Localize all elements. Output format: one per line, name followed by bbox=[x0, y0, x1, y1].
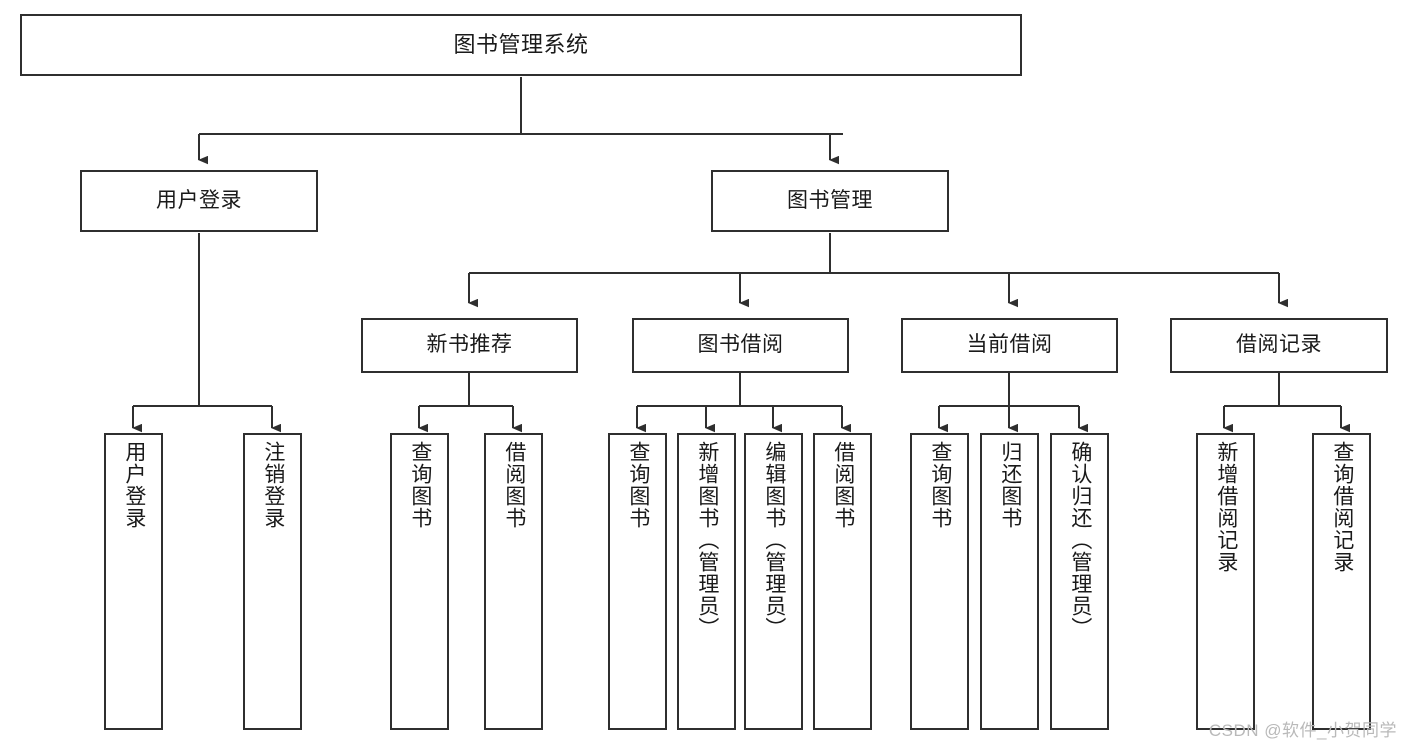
node-leaf-query-book-3-label: 查询图书 bbox=[928, 441, 952, 529]
node-leaf-edit-book-label: 编辑图书（管理员） bbox=[762, 441, 786, 639]
node-leaf-logout-label: 注销登录 bbox=[261, 441, 285, 529]
node-leaf-return-book-label: 归还图书 bbox=[998, 441, 1022, 529]
node-leaf-query-record-label: 查询借阅记录 bbox=[1330, 441, 1354, 573]
node-leaf-query-book-1[interactable]: 查询图书 bbox=[390, 433, 449, 730]
node-user-login[interactable]: 用户登录 bbox=[80, 170, 318, 232]
node-leaf-return-book[interactable]: 归还图书 bbox=[980, 433, 1039, 730]
node-current-borrow-label: 当前借阅 bbox=[966, 333, 1053, 357]
node-leaf-query-book-3[interactable]: 查询图书 bbox=[910, 433, 969, 730]
node-user-login-label: 用户登录 bbox=[156, 188, 242, 212]
node-leaf-query-book-2[interactable]: 查询图书 bbox=[608, 433, 667, 730]
node-leaf-query-book-1-label: 查询图书 bbox=[408, 441, 432, 529]
node-book-borrow[interactable]: 图书借阅 bbox=[632, 318, 849, 373]
node-leaf-add-book[interactable]: 新增图书（管理员） bbox=[677, 433, 736, 730]
node-leaf-edit-book[interactable]: 编辑图书（管理员） bbox=[744, 433, 803, 730]
node-new-book-recommend-label: 新书推荐 bbox=[426, 333, 513, 357]
node-leaf-add-record-label: 新增借阅记录 bbox=[1214, 441, 1238, 573]
node-leaf-query-record[interactable]: 查询借阅记录 bbox=[1312, 433, 1371, 730]
node-leaf-user-login-label: 用户登录 bbox=[122, 441, 146, 529]
node-leaf-confirm-return-label: 确认归还（管理员） bbox=[1068, 441, 1092, 639]
node-leaf-borrow-book-2-label: 借阅图书 bbox=[831, 441, 855, 529]
node-leaf-borrow-book-1[interactable]: 借阅图书 bbox=[484, 433, 543, 730]
node-leaf-borrow-book-1-label: 借阅图书 bbox=[502, 441, 526, 529]
node-leaf-add-record[interactable]: 新增借阅记录 bbox=[1196, 433, 1255, 730]
node-book-management[interactable]: 图书管理 bbox=[711, 170, 949, 232]
node-leaf-query-book-2-label: 查询图书 bbox=[626, 441, 650, 529]
node-root-label: 图书管理系统 bbox=[453, 32, 589, 58]
node-root[interactable]: 图书管理系统 bbox=[20, 14, 1022, 76]
node-leaf-confirm-return[interactable]: 确认归还（管理员） bbox=[1050, 433, 1109, 730]
node-borrow-record-label: 借阅记录 bbox=[1236, 333, 1322, 357]
node-book-management-label: 图书管理 bbox=[787, 188, 873, 212]
node-leaf-logout[interactable]: 注销登录 bbox=[243, 433, 302, 730]
node-leaf-add-book-label: 新增图书（管理员） bbox=[695, 441, 719, 639]
node-new-book-recommend[interactable]: 新书推荐 bbox=[361, 318, 578, 373]
csdn-watermark: CSDN @软件_小贺同学 bbox=[1208, 721, 1397, 740]
node-borrow-record[interactable]: 借阅记录 bbox=[1170, 318, 1388, 373]
node-book-borrow-label: 图书借阅 bbox=[697, 333, 784, 357]
node-current-borrow[interactable]: 当前借阅 bbox=[901, 318, 1118, 373]
node-leaf-user-login[interactable]: 用户登录 bbox=[104, 433, 163, 730]
node-leaf-borrow-book-2[interactable]: 借阅图书 bbox=[813, 433, 872, 730]
